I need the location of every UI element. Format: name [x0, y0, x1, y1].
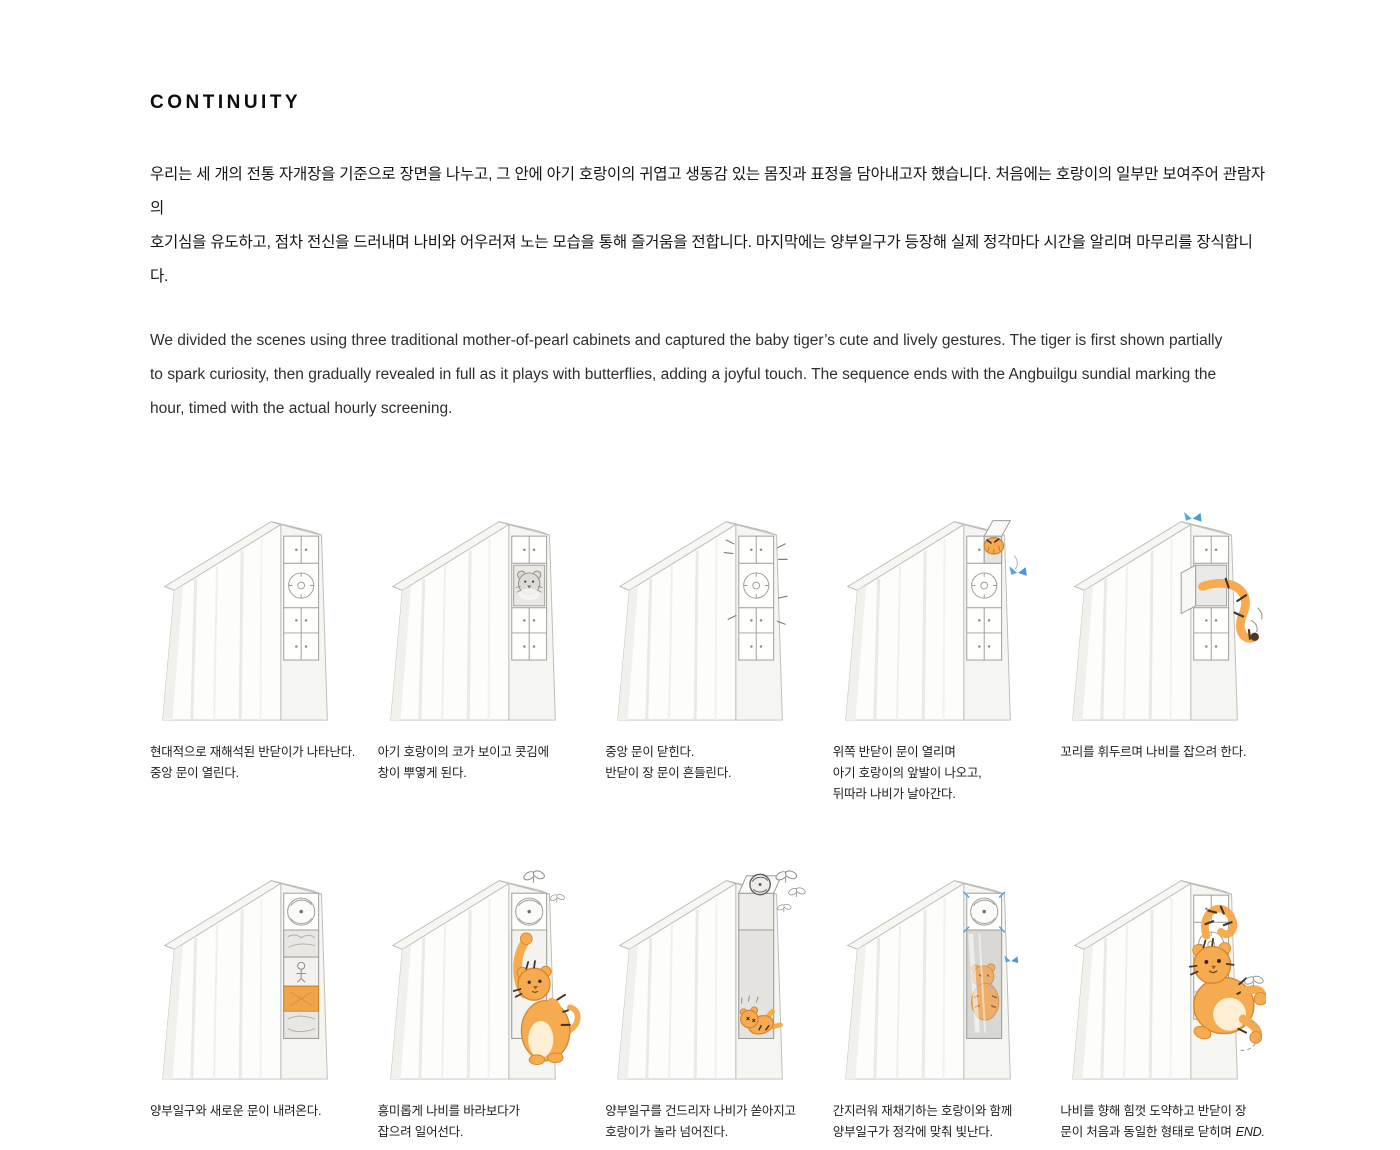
storyboard-panel-3: 중앙 문이 닫힌다. 반닫이 장 문이 흔들린다.	[605, 480, 811, 805]
korean-line: 우리는 세 개의 전통 자개장을 기준으로 장면을 나누고, 그 안에 아기 호…	[150, 166, 1265, 217]
caption-line: 양부일구를 건드리자 나비가 쏟아지고	[605, 1104, 796, 1118]
storyboard-panel-8: 양부일구를 건드리자 나비가 쏟아지고 호랑이가 놀라 넘어진다.	[605, 839, 811, 1143]
sundial-glow-icon	[962, 891, 1006, 933]
korean-line: 호기심을 유도하고, 점차 전신을 드러내며 나비와 어우러져 노는 모습을 통…	[150, 234, 1253, 285]
cut8-butterflies-spill-sketch	[605, 868, 807, 1081]
blue-butterfly-icon	[1009, 566, 1027, 576]
english-line: hour, timed with the actual hourly scree…	[150, 400, 453, 417]
storyboard-panel-1: 현대적으로 재해석된 반닫이가 나타난다. 중앙 문이 열린다.	[150, 480, 356, 805]
storyboard-panel-2: 아기 호랑이의 코가 보이고 콧김에 창이 뿌옇게 된다.	[378, 480, 584, 805]
caption-line: 흥미롭게 나비를 바라보다가	[377, 1104, 520, 1118]
panel-caption: 양부일구와 새로운 문이 내려온다.	[150, 1101, 356, 1122]
caption-line: 양부일구가 정각에 맞춰 빛난다.	[832, 1125, 993, 1139]
tiger-leaping-icon	[1189, 904, 1266, 1044]
blue-butterfly-icon	[1184, 511, 1202, 522]
panel-caption: 양부일구를 건드리자 나비가 쏟아지고 호랑이가 놀라 넘어진다.	[605, 1101, 811, 1143]
intro-english-paragraph: We divided the scenes using three tradit…	[150, 324, 1266, 426]
glass-highlight	[978, 933, 986, 1033]
caption-line: 나비를 향해 힘껏 도약하고 반닫이 장	[1060, 1104, 1247, 1118]
panel-caption: 중앙 문이 닫힌다. 반닫이 장 문이 흔들린다.	[605, 742, 811, 784]
storyboard-panel-7: 흥미롭게 나비를 바라보다가 잡으려 일어선다.	[378, 839, 584, 1143]
cut6-sundial-door-sketch	[150, 839, 356, 1081]
cut4-paw-sketch	[833, 520, 1027, 722]
tiger-tumbling-icon	[739, 995, 784, 1035]
cut1-cabinet-sketch	[150, 480, 356, 722]
caption-line: 아기 호랑이의 코가 보이고 콧김에	[377, 745, 549, 759]
butterfly-sketch-icon	[787, 886, 807, 898]
panel-caption: 꼬리를 휘두르며 나비를 잡으려 한다.	[1060, 742, 1266, 763]
cabinet-icon	[390, 522, 555, 720]
caption-line: 양부일구와 새로운 문이 내려온다.	[150, 1104, 322, 1118]
panel-caption: 아기 호랑이의 코가 보이고 콧김에 창이 뿌옇게 된다.	[378, 742, 584, 784]
cut5-tail-sketch	[1060, 511, 1263, 722]
storyboard-grid: 현대적으로 재해석된 반닫이가 나타난다. 중앙 문이 열린다.	[150, 480, 1266, 1143]
storyboard-panel-6: 양부일구와 새로운 문이 내려온다.	[150, 839, 356, 1143]
english-line: We divided the scenes using three tradit…	[150, 332, 1223, 349]
cut2-foggy-nose-sketch	[378, 480, 584, 722]
new-door-sections-icon	[283, 929, 320, 1039]
butterfly-sketch-icon	[1243, 974, 1266, 988]
caption-line: 꼬리를 휘두르며 나비를 잡으려 한다.	[1060, 745, 1247, 759]
butterfly-sketch-icon	[776, 902, 793, 913]
panel-caption: 간지러워 재채기하는 호랑이와 함께 양부일구가 정각에 맞춰 빛난다.	[833, 1101, 1039, 1143]
storyboard-panel-9: 간지러워 재채기하는 호랑이와 함께 양부일구가 정각에 맞춰 빛난다.	[833, 839, 1039, 1143]
end-label: END.	[1235, 1125, 1265, 1139]
butterfly-sketch-icon	[521, 868, 546, 884]
caption-line: 위쪽 반닫이 문이 열리며	[832, 745, 956, 759]
open-sundial-door-icon	[738, 873, 783, 931]
cut7-tiger-reaching-sketch	[378, 868, 581, 1081]
caption-line: 현대적으로 재해석된 반닫이가 나타난다.	[150, 745, 356, 759]
caption-line: 중앙 문이 열린다.	[150, 766, 239, 780]
caption-line: 아기 호랑이의 앞발이 나오고,	[832, 766, 982, 780]
caption-line: 창이 뿌옇게 된다.	[377, 766, 467, 780]
english-line: to spark curiosity, then gradually revea…	[150, 366, 1217, 383]
caption-line: 호랑이가 놀라 넘어진다.	[605, 1125, 729, 1139]
flutter-line	[1013, 555, 1018, 570]
intro-korean-paragraph: 우리는 세 개의 전통 자개장을 기준으로 장면을 나누고, 그 안에 아기 호…	[150, 158, 1266, 294]
caption-line: 뒤따라 나비가 날아간다.	[832, 787, 956, 801]
cabinet-icon	[1073, 522, 1238, 720]
caption-line: 잡으려 일어선다.	[377, 1125, 464, 1139]
caption-text: 문이 처음과 동일한 형태로 닫히며	[1060, 1125, 1232, 1139]
panel-caption: 위쪽 반닫이 문이 열리며 아기 호랑이의 앞발이 나오고, 뒤따라 나비가 날…	[833, 742, 1039, 805]
cabinet-icon	[163, 522, 328, 720]
tiger-face-foggy-icon	[512, 564, 545, 607]
tiger-paw-icon	[983, 520, 1011, 564]
panel-caption: 현대적으로 재해석된 반닫이가 나타난다. 중앙 문이 열린다.	[150, 742, 356, 784]
cabinet-icon	[618, 522, 783, 720]
cut10-tiger-leaping-sketch	[1060, 839, 1266, 1081]
caption-line: 간지러워 재채기하는 호랑이와 함께	[832, 1104, 1013, 1118]
storyboard-panel-4: 위쪽 반닫이 문이 열리며 아기 호랑이의 앞발이 나오고, 뒤따라 나비가 날…	[833, 480, 1039, 805]
shake-motion-lines-icon	[723, 539, 788, 625]
panel-caption: 흥미롭게 나비를 바라보다가 잡으려 일어선다.	[378, 1101, 584, 1143]
cut3-shaking-door-sketch	[605, 480, 788, 722]
tiger-tail-icon	[1181, 564, 1263, 643]
motion-swirl	[1239, 1020, 1261, 1051]
tiger-reaching-icon	[512, 932, 581, 1066]
caption-line: 중앙 문이 닫힌다.	[605, 745, 695, 759]
glass-highlight	[968, 933, 980, 1033]
storyboard-panel-5: 꼬리를 휘두르며 나비를 잡으려 한다.	[1060, 480, 1266, 805]
cut9-sundial-glow-sketch	[833, 839, 1019, 1081]
caption-line: 반닫이 장 문이 흔들린다.	[605, 766, 732, 780]
butterfly-sketch-icon	[548, 892, 566, 903]
page-title: CONTINUITY	[150, 92, 302, 113]
